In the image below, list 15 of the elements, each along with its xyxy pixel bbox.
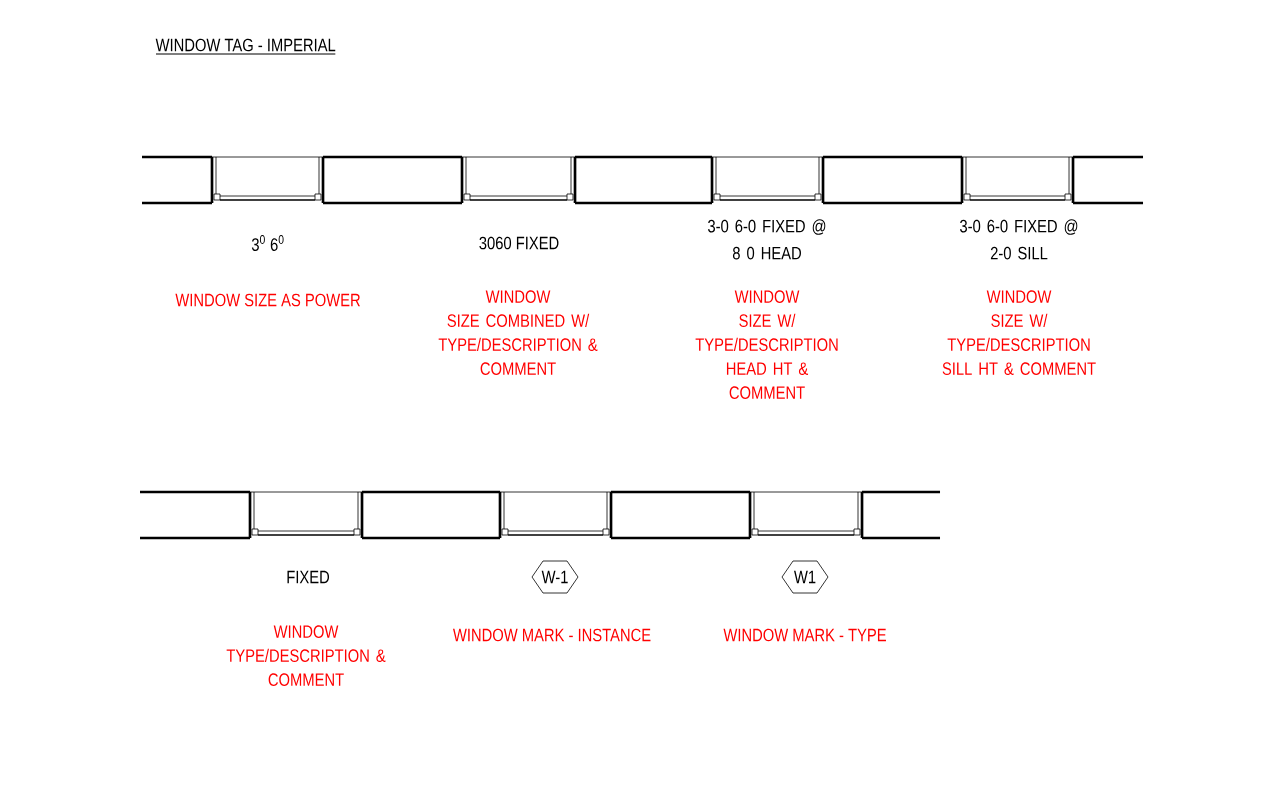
note-text: WINDOW MARK - TYPE: [723, 628, 886, 642]
window-tag-text: 3060 FIXED: [479, 236, 559, 250]
window-tag-text: 3$^{0}$ 6$^{0}$: [251, 235, 284, 251]
window-tag-text: FIXED: [287, 570, 330, 584]
note-text: WINDOW TYPE/DESCRIPTION & COMMENT: [226, 625, 386, 686]
note-text: WINDOW SIZE W/ TYPE/DESCRIPTION HEAD HT & COMMENT: [695, 290, 838, 399]
hexagon-tag: W1: [781, 560, 829, 594]
note-text: WINDOW SIZE AS POWER: [175, 293, 360, 307]
window-tag-text: 3-0 6-0 FIXED @ 8 0 HEAD: [708, 219, 826, 260]
window-tag-text: 3-0 6-0 FIXED @ 2-0 SILL: [960, 219, 1078, 260]
title: WINDOW TAG - IMPERIAL: [155, 38, 336, 55]
note-text: WINDOW SIZE W/ TYPE/DESCRIPTION SILL HT & COMMENT: [942, 290, 1096, 375]
hexagon-tag: W-1: [531, 560, 579, 594]
note-text: WINDOW MARK - INSTANCE: [453, 628, 651, 642]
note-text: WINDOW SIZE COMBINED W/ TYPE/DESCRIPTION & COMMENT: [438, 290, 598, 375]
